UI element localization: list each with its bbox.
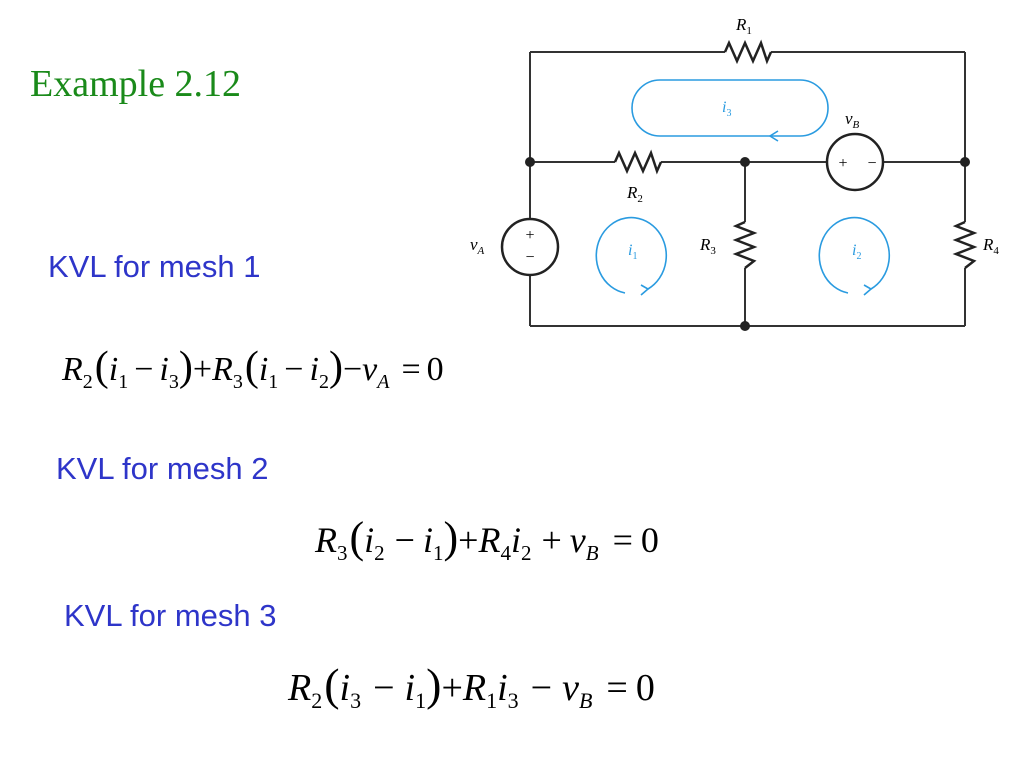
mesh-loop-i2	[818, 216, 891, 294]
mesh-arrow-i3	[768, 130, 779, 142]
voltage-source-va	[500, 217, 560, 277]
node-dot	[740, 157, 750, 167]
resistor-r1	[723, 39, 773, 65]
mesh-arrow-i1	[640, 284, 650, 296]
i1-label: i1	[628, 242, 637, 262]
node-dot	[525, 157, 535, 167]
resistor-r4	[952, 220, 978, 269]
vb-label: vB	[845, 109, 860, 131]
voltage-source-vb	[825, 132, 885, 192]
i2-label: i2	[852, 242, 861, 262]
va-plus-sign: +	[525, 227, 534, 244]
r3-label: R3	[699, 235, 716, 257]
vb-minus-sign: −	[867, 155, 876, 172]
mesh3-heading: KVL for mesh 3	[64, 598, 277, 633]
slide-title: Example 2.12	[30, 63, 242, 105]
node-dot	[740, 321, 750, 331]
r4-label: R4	[982, 235, 999, 257]
resistor-r2	[613, 149, 663, 175]
r1-label: R1	[735, 15, 752, 37]
va-minus-sign: −	[525, 249, 534, 266]
r2-label: R2	[626, 183, 643, 205]
va-label: vA	[470, 235, 485, 257]
mesh-loop-i1	[595, 216, 668, 294]
i3-label: i3	[722, 99, 731, 119]
mesh1-heading: KVL for mesh 1	[48, 249, 261, 284]
mesh-loop-i3	[631, 79, 829, 137]
mesh2-heading: KVL for mesh 2	[56, 451, 269, 486]
mesh-arrow-i2	[863, 284, 873, 296]
resistor-r3	[732, 220, 758, 269]
kvl-equation-mesh3: R2(i3−i1)+R1i3−vB=0	[287, 659, 655, 713]
kvl-equation-mesh1: R2(i1−i3)+R3(i1−i2)−vA=0	[61, 344, 444, 393]
kvl-equation-mesh2: R3(i2−i1)+R4i2+vB=0	[314, 513, 659, 565]
node-dot	[960, 157, 970, 167]
vb-plus-sign: +	[838, 155, 847, 172]
